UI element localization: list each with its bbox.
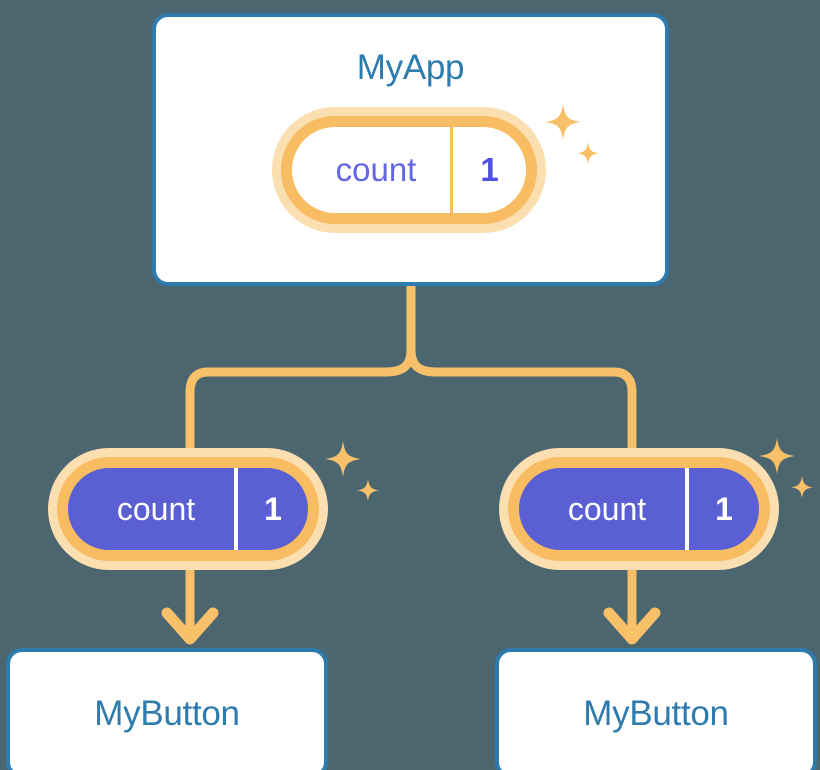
- state-pill-myapp[interactable]: count 1: [272, 107, 546, 233]
- state-pill-key: count: [116, 490, 196, 527]
- connector-fork-to-left-pill: [185, 345, 416, 460]
- sparkle-icon: [545, 104, 599, 164]
- state-pill-value: 1: [685, 468, 759, 550]
- state-pill-key: count: [567, 490, 647, 527]
- arrowhead-right-icon: [603, 607, 661, 645]
- component-title-mybutton: MyButton: [583, 693, 729, 733]
- state-pill-body: count 1: [57, 457, 319, 561]
- arrowhead-left-icon: [161, 607, 219, 645]
- component-title-myapp: MyApp: [356, 48, 465, 87]
- state-pill-value: 1: [234, 468, 308, 550]
- component-card-mybutton-right[interactable]: MyButton: [495, 648, 817, 770]
- state-pill-branch-right[interactable]: count 1: [499, 448, 779, 570]
- state-pill-body: count 1: [281, 116, 537, 224]
- sparkle-icon: [759, 438, 813, 498]
- state-pill-key: count: [335, 151, 417, 188]
- component-title-mybutton: MyButton: [94, 693, 240, 733]
- state-pill-branch-left[interactable]: count 1: [48, 448, 328, 570]
- component-card-mybutton-left[interactable]: MyButton: [6, 648, 328, 770]
- sparkle-icon: [325, 441, 379, 501]
- state-pill-body: count 1: [508, 457, 770, 561]
- state-pill-value: 1: [450, 127, 526, 213]
- connector-fork-to-right-pill: [406, 345, 637, 460]
